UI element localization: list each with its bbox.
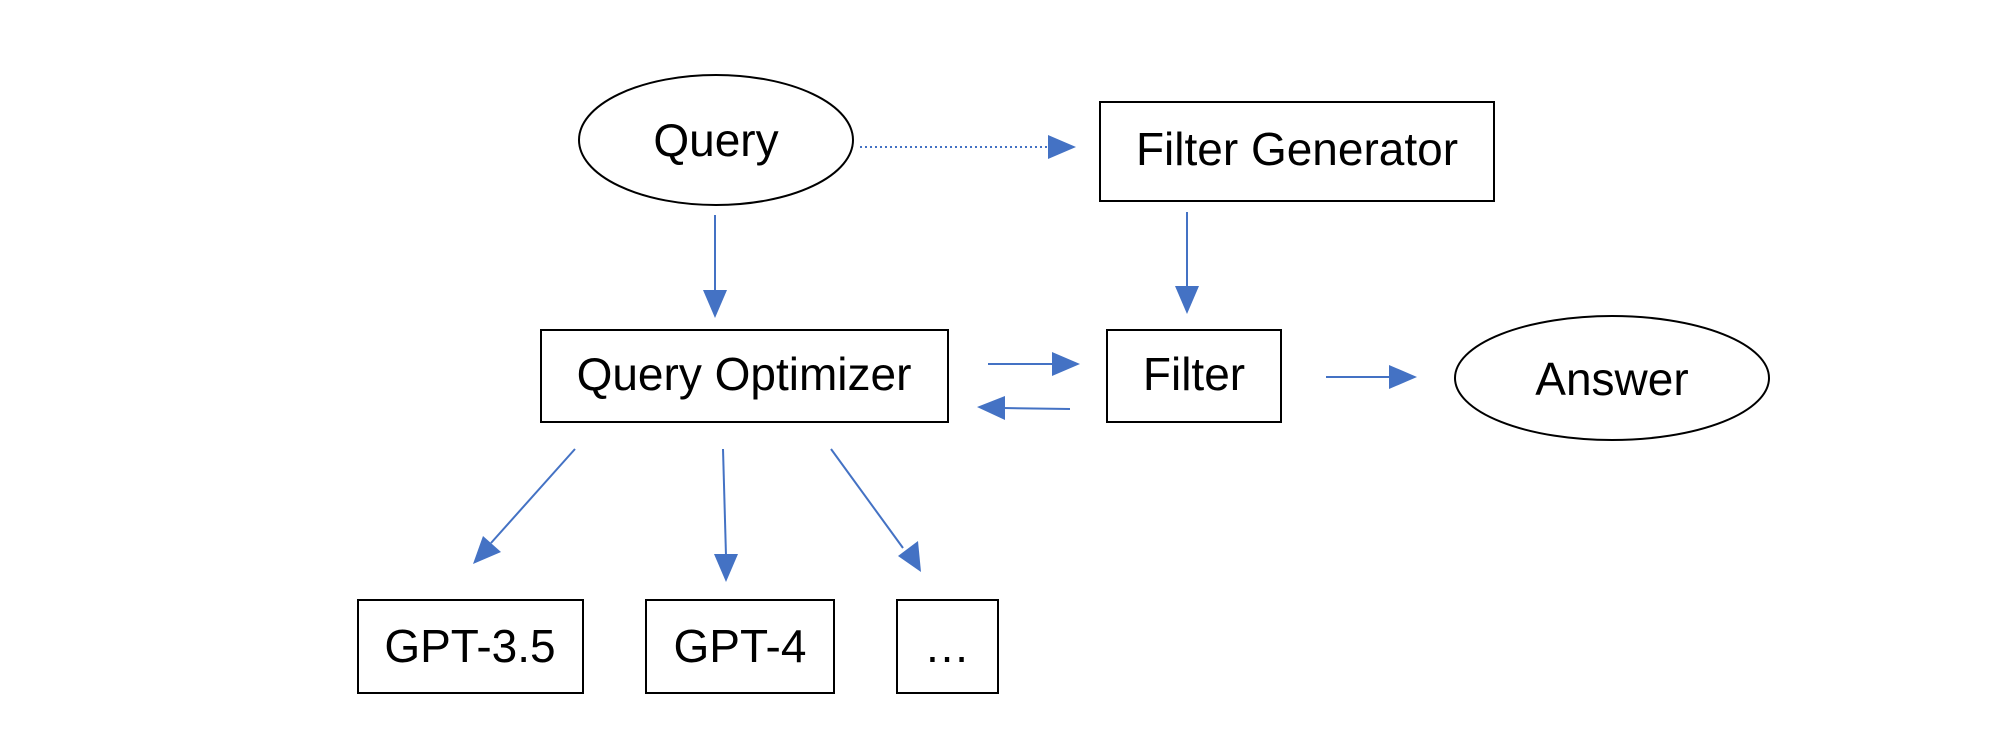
gpt-3-5-label: GPT-3.5 (384, 620, 555, 672)
arrowhead-icon (1389, 365, 1417, 389)
edge-query-to-query-optimizer (703, 215, 727, 318)
filter-label: Filter (1143, 348, 1245, 400)
node-filter: Filter (1106, 329, 1282, 423)
arrowhead-icon (898, 541, 921, 572)
edge-filter-generator-to-filter (1175, 212, 1199, 314)
answer-label: Answer (1535, 353, 1688, 405)
arrowhead-icon (473, 536, 501, 564)
edge-query-optimizer-to-more (830, 448, 921, 572)
edge-filter-to-query-optimizer (977, 396, 1071, 420)
gpt-4-label: GPT-4 (674, 620, 807, 672)
answer-ellipse (1454, 315, 1770, 441)
edge-query-optimizer-to-gpt-3-5 (473, 448, 576, 564)
query-label: Query (653, 114, 778, 166)
more-box (896, 599, 999, 694)
gpt-3-5-box (357, 599, 584, 694)
edge-filter-to-answer (1326, 365, 1417, 389)
edge-query-optimizer-to-filter (988, 352, 1080, 376)
node-gpt-4: GPT-4 (645, 599, 835, 694)
filter-box (1106, 329, 1282, 423)
query-optimizer-label: Query Optimizer (577, 348, 912, 400)
arrowhead-icon (714, 554, 738, 582)
more-label: … (924, 620, 970, 672)
node-filter-generator: Filter Generator (1099, 101, 1495, 202)
filter-generator-box (1099, 101, 1495, 202)
edge-query-optimizer-to-gpt-4 (714, 448, 738, 582)
gpt-4-box (645, 599, 835, 694)
node-query: Query (578, 74, 854, 206)
edge-query-to-filter-generator (860, 135, 1076, 159)
node-gpt-3-5: GPT-3.5 (357, 599, 584, 694)
arrowhead-icon (977, 396, 1005, 420)
query-ellipse (578, 74, 854, 206)
node-answer: Answer (1454, 315, 1770, 441)
filter-generator-label: Filter Generator (1136, 123, 1458, 175)
arrowhead-icon (1048, 135, 1076, 159)
arrowhead-icon (1052, 352, 1080, 376)
arrowhead-icon (1175, 286, 1199, 314)
node-more: … (896, 599, 999, 694)
node-query-optimizer: Query Optimizer (540, 329, 949, 423)
arrowhead-icon (703, 290, 727, 318)
query-optimizer-box (540, 329, 949, 423)
